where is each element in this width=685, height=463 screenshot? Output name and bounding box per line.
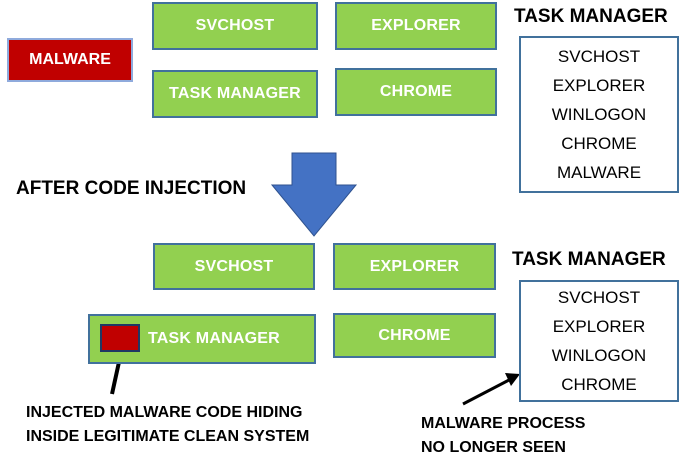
process-label: EXPLORER <box>369 257 460 275</box>
injected-caption: INJECTED MALWARE CODE HIDING INSIDE LEGI… <box>26 401 309 449</box>
task-manager-panel-before: SVCHOST EXPLORER WINLOGON CHROME MALWARE <box>519 36 679 193</box>
hidden-caption: MALWARE PROCESS NO LONGER SEEN <box>421 412 585 460</box>
process-box-task-manager-after: TASK MANAGER <box>88 314 316 364</box>
process-box-chrome: CHROME <box>335 68 497 116</box>
task-manager-item: CHROME <box>561 134 637 153</box>
task-manager-item: EXPLORER <box>552 76 646 95</box>
process-label: TASK MANAGER <box>148 330 280 347</box>
process-box-svchost: SVCHOST <box>152 2 318 50</box>
process-box-explorer-after: EXPLORER <box>333 243 496 290</box>
malware-label: MALWARE <box>29 51 111 68</box>
hidden-caption-line: MALWARE PROCESS <box>421 415 586 432</box>
malware-box: MALWARE <box>7 38 133 82</box>
process-label: TASK MANAGER <box>169 85 301 102</box>
task-manager-item: CHROME <box>561 375 637 394</box>
down-arrow-icon <box>270 152 358 237</box>
process-box-task-manager: TASK MANAGER <box>152 70 318 118</box>
pointer-arrow-hidden-icon <box>462 373 520 406</box>
task-manager-panel-after: SVCHOST EXPLORER WINLOGON CHROME <box>519 280 679 402</box>
transition-label: AFTER CODE INJECTION <box>16 178 247 199</box>
task-manager-item: WINLOGON <box>551 346 647 365</box>
task-manager-title-after: TASK MANAGER <box>512 249 666 270</box>
task-manager-item: EXPLORER <box>552 317 646 336</box>
process-box-chrome-after: CHROME <box>333 313 496 358</box>
task-manager-item: SVCHOST <box>557 288 641 307</box>
process-label: SVCHOST <box>194 257 274 275</box>
injected-malware-block <box>100 324 140 352</box>
injected-caption-line: INSIDE LEGITIMATE CLEAN SYSTEM <box>26 428 310 445</box>
task-manager-item: WINLOGON <box>551 105 647 124</box>
process-label: CHROME <box>378 326 451 344</box>
process-box-svchost-after: SVCHOST <box>153 243 315 290</box>
task-manager-item: MALWARE <box>556 163 642 182</box>
task-manager-item: SVCHOST <box>557 47 641 66</box>
hidden-caption-line: NO LONGER SEEN <box>421 439 566 456</box>
process-label: EXPLORER <box>371 17 461 34</box>
process-label: SVCHOST <box>195 17 275 34</box>
injected-caption-line: INJECTED MALWARE CODE HIDING <box>26 404 303 421</box>
process-box-explorer: EXPLORER <box>335 2 497 50</box>
process-label: CHROME <box>379 83 453 100</box>
task-manager-title-before: TASK MANAGER <box>514 6 668 27</box>
